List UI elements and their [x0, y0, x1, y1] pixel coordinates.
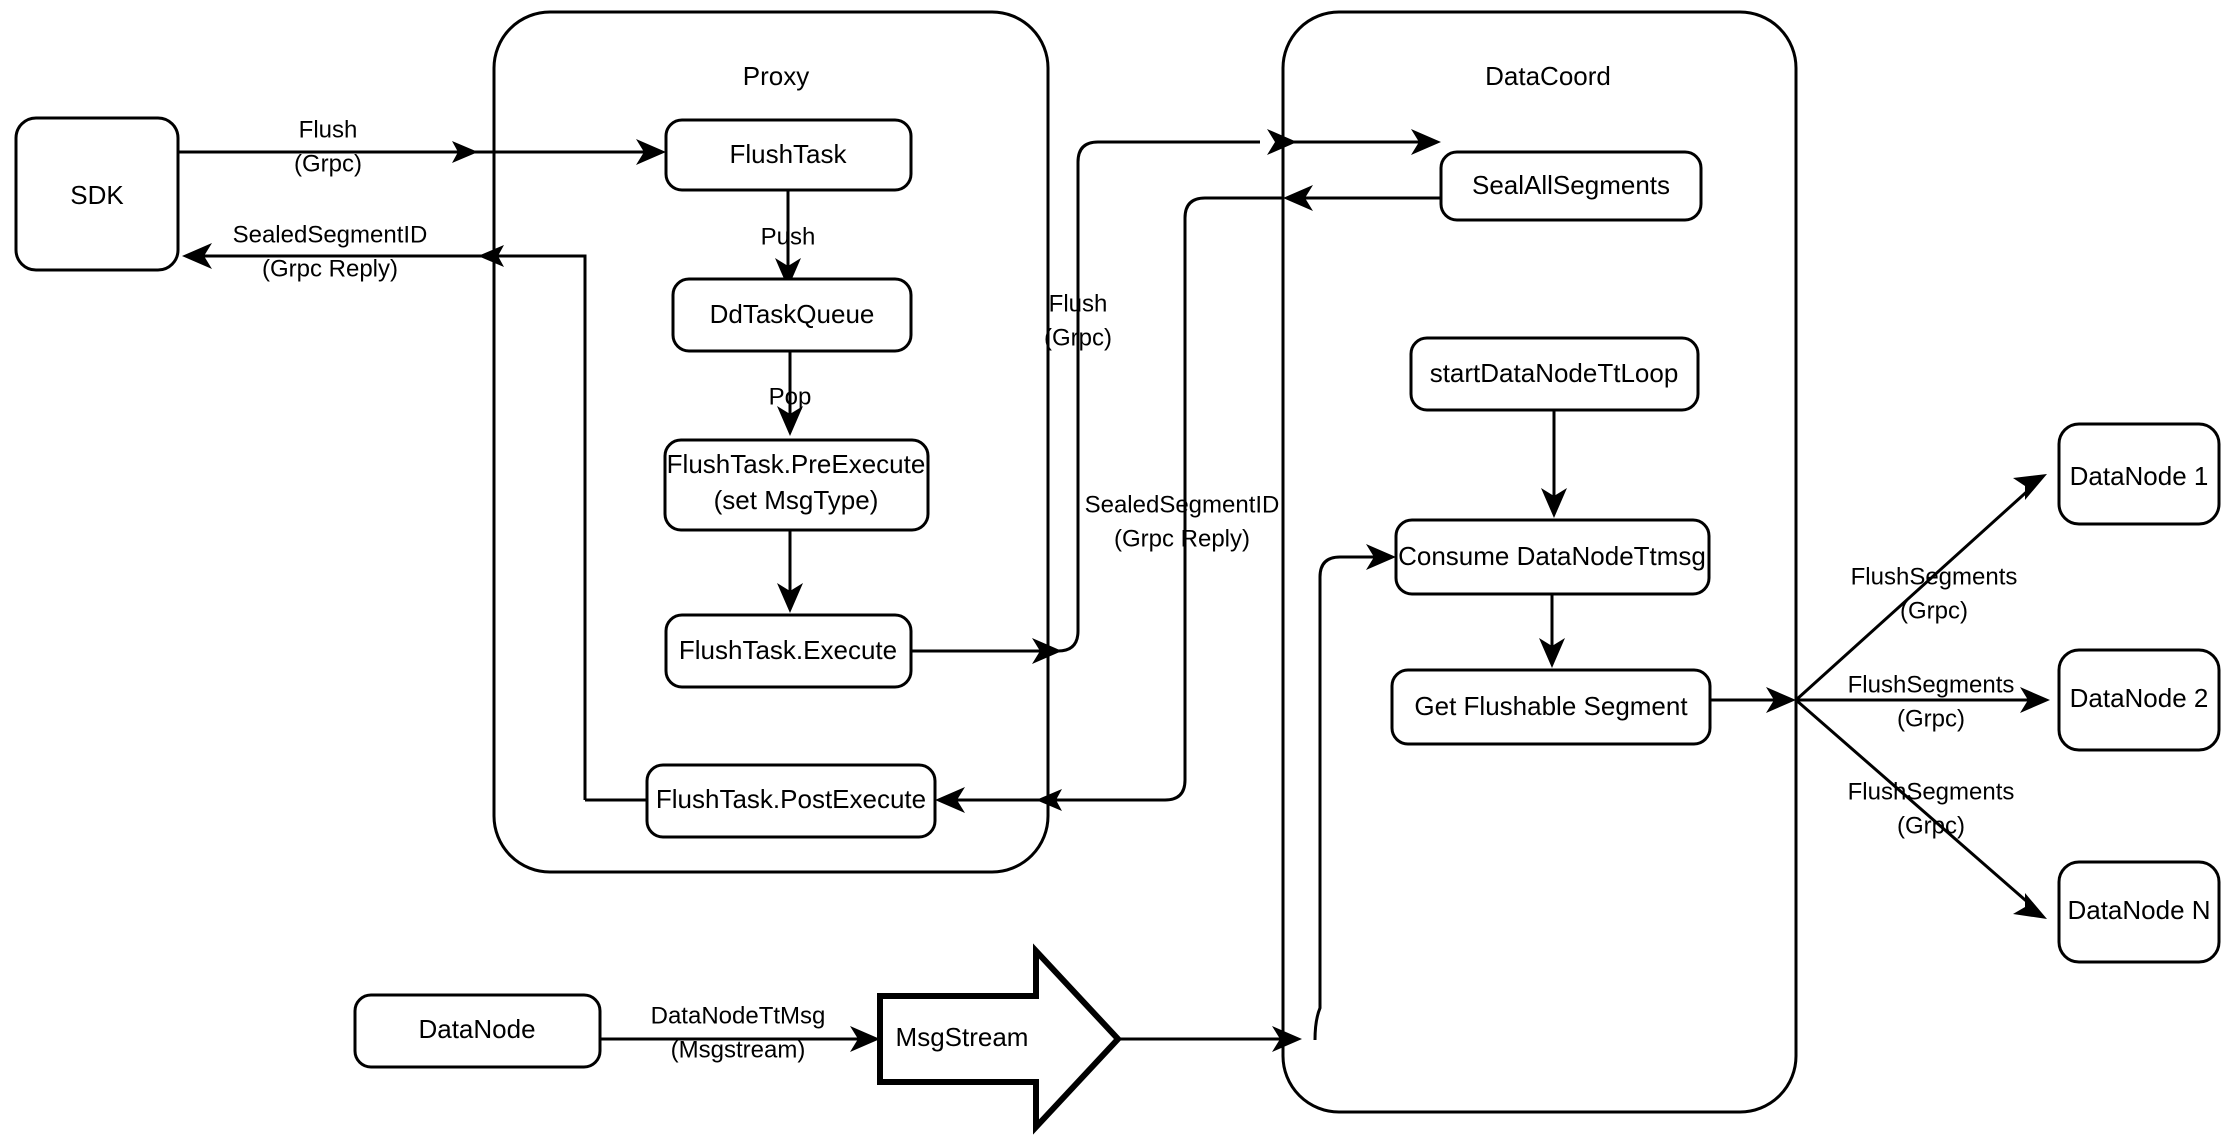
- edge-label-flushsegments-n-line1: FlushSegments: [1848, 778, 2015, 805]
- edge-junction-to-datanoden: [1795, 698, 2033, 908]
- arrowhead-sealall-exit: [1283, 185, 1313, 211]
- arrowhead-sealall-entry: [1411, 129, 1441, 155]
- node-datanode-n-label: DataNode N: [2067, 895, 2210, 925]
- node-ddtaskqueue[interactable]: [671, 277, 913, 353]
- node-sdk[interactable]: [14, 116, 180, 272]
- proxy-container: [492, 10, 1050, 874]
- arrowhead-datanoden: [2013, 893, 2047, 919]
- arrowhead-consume-to-getflushable: [1539, 638, 1565, 668]
- edge-label-flushsegments-2-line2: (Grpc): [1897, 705, 1965, 732]
- arrowhead-datacoord-entry-flush: [1267, 129, 1297, 155]
- edge-label-proxy-flush-grpc-line2: (Grpc): [1044, 324, 1112, 351]
- edge-execute-to-datacoord: [911, 140, 1260, 653]
- arrowhead-execute-exit-proxy: [1032, 638, 1062, 664]
- node-startdatanodettloop-label: startDataNodeTtLoop: [1430, 358, 1679, 388]
- arrowhead-sdk-to-proxy-mid: [452, 141, 478, 163]
- edge-label-coord-sealedsegmentid-line2: (Grpc Reply): [1114, 525, 1250, 552]
- node-flushtask-execute-label: FlushTask.Execute: [679, 635, 897, 665]
- edge-label-push: Push: [761, 223, 816, 250]
- node-ddtaskqueue-label: DdTaskQueue: [710, 299, 875, 329]
- arrowhead-datacoord-bottom-entry: [1272, 1026, 1302, 1052]
- arrowhead-datanode2: [2020, 687, 2050, 713]
- arrowhead-proxy-to-sdk-mid: [478, 245, 504, 267]
- datacoord-container: [1281, 10, 1798, 1114]
- edge-label-flushsegments-1-line2: (Grpc): [1900, 597, 1968, 624]
- arrowhead-push: [775, 258, 801, 288]
- arrowhead-sdk-to-flushtask: [636, 139, 666, 165]
- node-datanode-n[interactable]: [2057, 860, 2221, 964]
- edge-label-datanodettmsg-line1: DataNodeTtMsg: [651, 1002, 826, 1029]
- edge-label-sealedsegmentid-line1: SealedSegmentID: [233, 221, 428, 248]
- edge-proxy-to-sdk: [196, 254, 587, 800]
- edge-label-pop: Pop: [769, 383, 812, 410]
- arrowhead-preexecute-to-execute: [777, 583, 803, 613]
- arrowhead-proxy-to-sdk: [182, 243, 212, 269]
- arrowhead-datanode1: [2013, 474, 2047, 500]
- edge-label-coord-sealedsegmentid-line1: SealedSegmentID: [1085, 491, 1280, 518]
- node-datanode-2-label: DataNode 2: [2070, 683, 2209, 713]
- edge-label-datanodettmsg-line2: (Msgstream): [671, 1036, 806, 1063]
- arrowhead-ttloop-to-consume: [1541, 488, 1567, 518]
- edge-label-flush-grpc-line2: (Grpc): [294, 150, 362, 177]
- proxy-container-label: Proxy: [743, 61, 809, 91]
- arrowhead-reply-cross-proxy-border: [1036, 789, 1062, 811]
- node-get-flushable-segment-label: Get Flushable Segment: [1414, 691, 1688, 721]
- arrowhead-postexecute-entry: [935, 787, 965, 813]
- edge-junction-to-datanode1: [1794, 485, 2034, 702]
- arrowhead-fanout-junction: [1766, 687, 1796, 713]
- node-datanode-bottom[interactable]: [353, 993, 602, 1069]
- node-flushtask-preexecute[interactable]: [663, 438, 930, 532]
- edge-label-flushsegments-1-line1: FlushSegments: [1851, 563, 2018, 590]
- msgstream-label: MsgStream: [896, 1022, 1029, 1052]
- node-flushtask-postexecute-label: FlushTask.PostExecute: [656, 784, 926, 814]
- node-datanode-2[interactable]: [2057, 648, 2221, 752]
- edge-datacoord-to-postexecute: [949, 196, 1283, 802]
- edge-label-flushsegments-n-line2: (Grpc): [1897, 812, 1965, 839]
- datacoord-container-label: DataCoord: [1485, 61, 1611, 91]
- edge-label-flushsegments-2-line1: FlushSegments: [1848, 671, 2015, 698]
- node-flushtask-label: FlushTask: [729, 139, 847, 169]
- node-datanode-1-label: DataNode 1: [2070, 461, 2209, 491]
- node-datanode-bottom-label: DataNode: [418, 1014, 535, 1044]
- msgstream-block-arrow[interactable]: [877, 943, 1123, 1135]
- node-datanode-1[interactable]: [2057, 422, 2221, 526]
- arrowhead-pop: [777, 406, 803, 436]
- edge-label-sealedsegmentid-line2: (Grpc Reply): [262, 255, 398, 282]
- arrowhead-msgstream-entry: [850, 1026, 880, 1052]
- node-consume-datanodettmsg-label: Consume DataNodeTtmsg: [1398, 541, 1706, 571]
- arrowhead-consume-entry: [1366, 544, 1396, 570]
- edge-msgstream-rail-to-consume: [1313, 555, 1382, 1041]
- edge-label-flush-grpc-line1: Flush: [299, 116, 358, 143]
- node-sdk-label: SDK: [70, 180, 124, 210]
- node-flushtask-preexecute-label-line2: (set MsgType): [714, 485, 879, 515]
- node-get-flushable-segment[interactable]: [1390, 668, 1712, 746]
- node-flushtask-preexecute-label-line1: FlushTask.PreExecute: [667, 449, 926, 479]
- node-sealallsegments[interactable]: [1439, 150, 1703, 222]
- edge-label-proxy-flush-grpc-line1: Flush: [1049, 290, 1108, 317]
- node-sealallsegments-label: SealAllSegments: [1472, 170, 1670, 200]
